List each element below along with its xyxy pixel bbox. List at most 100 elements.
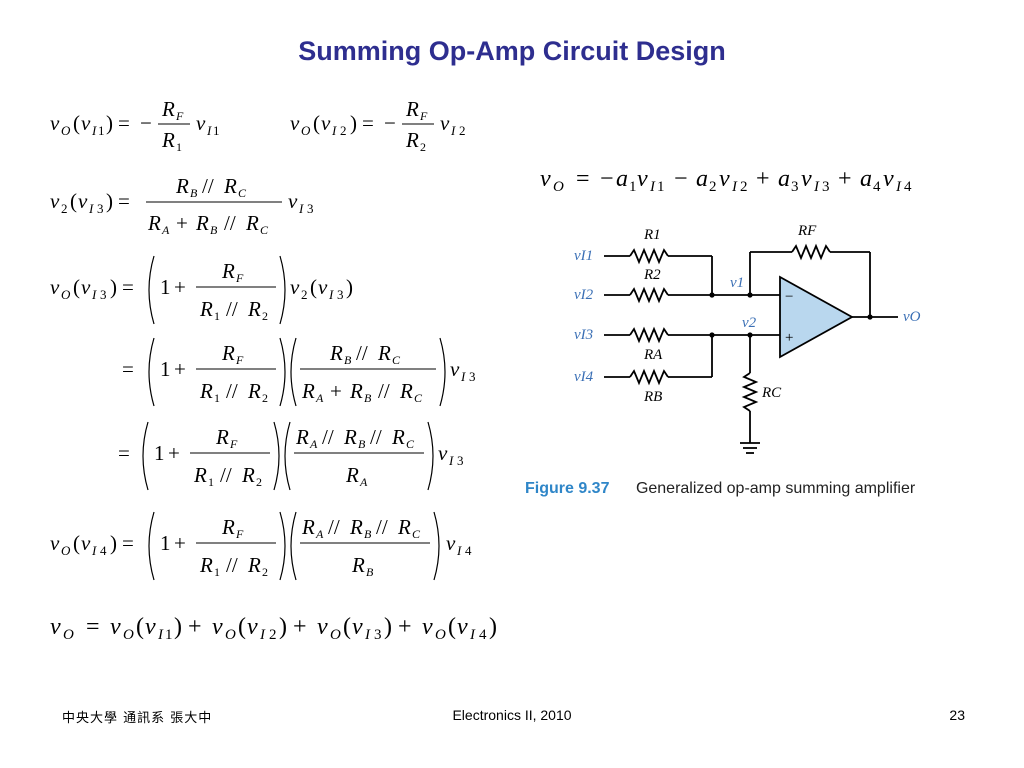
svg-text:R: R [221,341,235,365]
svg-text:−: − [384,111,396,135]
equation-vo-vi1: v O ( v I 1 ) = − R F R 1 v I 1 [50,92,270,161]
equation-vo-general: v O = − a 1 v I 1 − a 2 v I 2 + a 3 v I … [540,160,950,205]
svg-text:1: 1 [214,309,220,323]
svg-text://: // [378,379,390,403]
svg-text:B: B [344,353,352,367]
svg-text:): ) [350,111,357,135]
equation-vo-vi3-a: v O ( v I 3 ) = 1 + R F R 1 // R 2 v 2 (… [50,252,370,333]
svg-text:2: 2 [709,179,717,195]
equation-vo-vi3-b: = 1 + R F R 1 // R 2 R B // R C R A + R … [122,334,502,415]
svg-text://: // [322,425,334,449]
label-vi3: vI3 [574,327,593,343]
svg-text://: // [370,425,382,449]
svg-text:(: ( [70,189,77,213]
svg-text:v: v [50,531,60,555]
svg-text:R: R [161,128,175,152]
label-vo: vO [903,309,921,325]
svg-text:1: 1 [160,275,171,299]
svg-text:I: I [450,123,456,138]
svg-text:R: R [161,97,175,121]
label-ra: RA [643,347,663,363]
svg-text:1: 1 [629,179,637,195]
svg-text:4: 4 [873,179,881,195]
svg-text:2: 2 [269,627,277,643]
svg-text:R: R [301,515,315,539]
svg-text:R: R [349,379,363,403]
slide-title: Summing Op-Amp Circuit Design [298,36,726,66]
svg-text:R: R [199,297,213,321]
svg-text:1: 1 [165,627,173,643]
svg-text:R: R [349,515,363,539]
svg-text:=: = [122,531,134,555]
svg-text:I: I [91,123,97,138]
svg-text:v: v [145,614,156,640]
svg-text:R: R [329,341,343,365]
opamp-minus-sign: − [785,289,793,305]
svg-text:I: I [364,627,371,643]
opamp-plus-sign: + [785,330,793,346]
svg-text://: // [226,553,238,577]
svg-text:R: R [195,211,209,235]
svg-text:v: v [50,275,60,299]
equation-vo-superposition: v O = v O ( v I 1 ) + v O ( v I 2 ) + v … [50,606,550,651]
svg-text:R: R [301,379,315,403]
equation-vo-vi2: v O ( v I 2 ) = − R F R 2 v I 2 [290,92,510,161]
svg-text:a: a [778,166,790,192]
svg-text:v: v [318,275,328,299]
svg-text:v: v [50,111,60,135]
svg-text:2: 2 [459,123,466,138]
svg-text:1: 1 [160,531,171,555]
svg-text:): ) [384,614,392,640]
svg-text:2: 2 [262,565,268,579]
svg-text:C: C [238,186,247,200]
svg-text:R: R [397,515,411,539]
svg-text:1: 1 [176,140,182,154]
svg-text:R: R [405,128,419,152]
svg-text:C: C [260,223,269,237]
svg-text:v: v [288,189,298,213]
svg-text:v: v [321,111,331,135]
svg-text:A: A [315,391,324,405]
label-v1: v1 [730,275,744,291]
svg-text:3: 3 [307,201,314,216]
svg-text:−: − [140,111,152,135]
svg-text://: // [356,341,368,365]
svg-text:2: 2 [262,309,268,323]
svg-text:R: R [247,553,261,577]
equation-vo-vi3-c: = 1 + R F R 1 // R 2 R A // R B // R C R… [118,418,498,499]
svg-text:A: A [359,475,368,489]
svg-text:I: I [206,123,212,138]
svg-text:v: v [440,111,450,135]
svg-text:I: I [157,627,164,643]
svg-text:2: 2 [740,179,748,195]
svg-text:C: C [392,353,401,367]
svg-text:3: 3 [337,287,344,302]
svg-text:I: I [331,123,337,138]
svg-text:(: ( [238,614,246,640]
figure-caption: Figure 9.37 Generalized op-amp summing a… [525,480,915,498]
svg-text:F: F [229,437,238,451]
svg-text:B: B [358,437,366,451]
svg-text:=: = [86,614,100,640]
svg-text:O: O [61,123,71,138]
figure-number: Figure 9.37 [525,480,610,497]
svg-text:I: I [731,179,738,195]
svg-text:+: + [174,275,186,299]
svg-text:v: v [438,441,448,465]
svg-text:F: F [235,527,244,541]
svg-text:R: R [215,425,229,449]
svg-text:R: R [199,379,213,403]
svg-text:O: O [123,627,134,643]
svg-text:I: I [469,627,476,643]
svg-text:3: 3 [822,179,830,195]
svg-text:v: v [196,111,206,135]
svg-text:2: 2 [340,123,347,138]
svg-text:=: = [362,111,374,135]
svg-text:B: B [366,565,374,579]
svg-text:v: v [81,275,91,299]
svg-text:v: v [110,614,121,640]
svg-text:R: R [343,425,357,449]
svg-text:R: R [199,553,213,577]
svg-text:3: 3 [100,287,107,302]
svg-text:v: v [719,166,730,192]
